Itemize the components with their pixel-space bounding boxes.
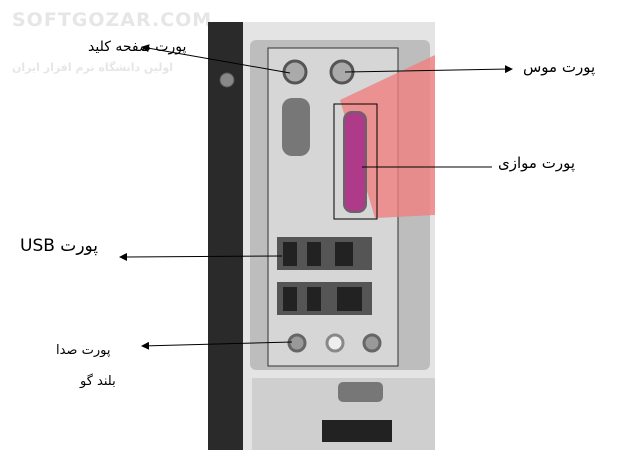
ethernet-port <box>337 287 362 311</box>
label-speaker: بلند گو <box>80 374 116 389</box>
usb-port <box>307 287 321 311</box>
parallel-box <box>333 103 378 220</box>
chassis-edge <box>208 22 243 450</box>
audio-arrow <box>141 341 293 350</box>
audio-jack <box>325 333 345 353</box>
usb-arrow <box>119 252 283 261</box>
label-parallel-port: پورت موازی <box>498 154 575 172</box>
usb-port <box>307 242 321 266</box>
label-usb-port: پورت USB <box>20 236 99 256</box>
label-keyboard-port: پورت صفحه کلید <box>88 39 187 55</box>
firewire-port <box>335 242 353 266</box>
label-audio-port: پورت صدا <box>56 343 111 358</box>
usb-port <box>283 287 297 311</box>
audio-jack <box>362 333 382 353</box>
vga-port <box>338 382 383 402</box>
slot-connector <box>322 420 392 442</box>
watermark-brand: SOFTGOZAR.COM <box>12 9 213 31</box>
audio-jack <box>287 333 307 353</box>
label-mouse-port: پورت موس <box>523 58 596 76</box>
watermark-slogan: اولین دانشگاه نرم افزار ایران <box>12 61 174 74</box>
keyboard-port <box>282 59 308 85</box>
serial-port <box>282 98 310 156</box>
mouse-arrow <box>344 65 513 74</box>
parallel-port <box>343 111 367 213</box>
usb-port <box>283 242 297 266</box>
screw-icon <box>219 72 235 88</box>
keyboard-arrow <box>141 44 291 74</box>
